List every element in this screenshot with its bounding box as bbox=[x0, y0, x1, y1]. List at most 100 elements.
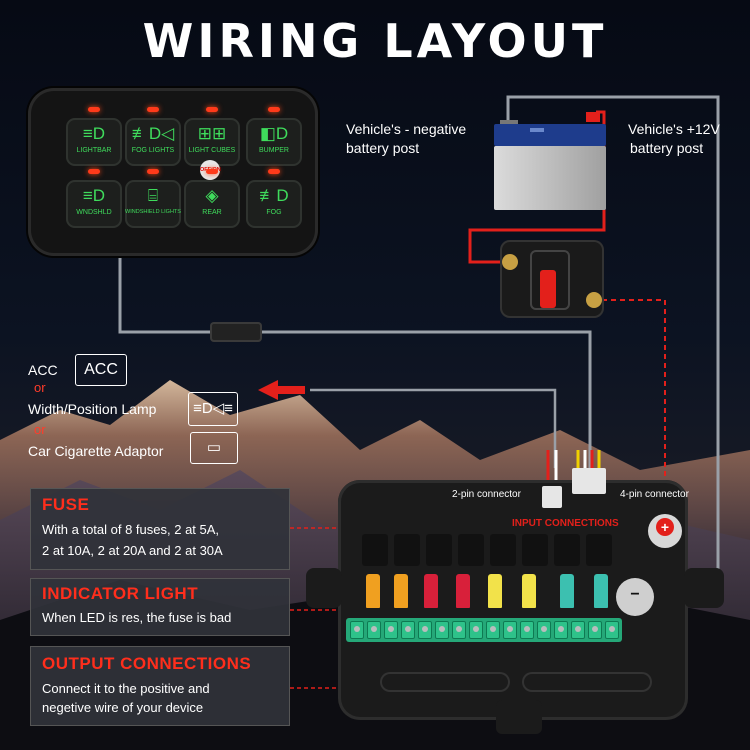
fuse-30a[interactable] bbox=[560, 574, 574, 608]
output-terminal[interactable] bbox=[486, 621, 500, 639]
negative-post-label: Vehicle's - negative bbox=[346, 121, 467, 137]
battery-positive-wire bbox=[468, 110, 606, 264]
led-indicator bbox=[88, 169, 100, 174]
indicator-info-panel bbox=[30, 578, 290, 636]
output-terminal[interactable] bbox=[435, 621, 449, 639]
fuse-text-1: With a total of 8 fuses, 2 at 5A, bbox=[42, 522, 220, 537]
switch-bumper[interactable]: ◧D BUMPER bbox=[246, 107, 302, 166]
fog-icon: ≢D bbox=[259, 186, 289, 205]
control-cable bbox=[262, 330, 592, 468]
switch-label: LIGHTBAR bbox=[76, 147, 112, 154]
vent-slot bbox=[380, 672, 510, 692]
or-text: or bbox=[34, 422, 46, 437]
led-indicator bbox=[147, 169, 159, 174]
fuse-5a[interactable] bbox=[394, 574, 408, 608]
relay-slots bbox=[362, 534, 612, 570]
output-info-panel bbox=[30, 646, 290, 726]
battery-icon bbox=[494, 112, 606, 210]
switch-label: BUMPER bbox=[259, 147, 289, 154]
switch-lightbar[interactable]: ≡D LIGHTBAR bbox=[66, 107, 122, 166]
switch-light-cubes[interactable]: ⊞⊞ LIGHT CUBES bbox=[184, 107, 240, 166]
light-bar-icon: ≡D bbox=[82, 124, 106, 143]
bumper-light-icon: ◧D bbox=[259, 124, 289, 143]
mount-tab-left bbox=[306, 568, 342, 608]
led-indicator bbox=[268, 169, 280, 174]
width-lamp-icon: ≡D◁≡ bbox=[193, 400, 233, 417]
output-terminal[interactable] bbox=[554, 621, 568, 639]
fog-lights-icon: ≢D◁ bbox=[131, 124, 175, 143]
output-terminal[interactable] bbox=[452, 621, 466, 639]
fuse-10a[interactable] bbox=[456, 574, 470, 608]
output-terminal[interactable] bbox=[605, 621, 619, 639]
output-terminal[interactable] bbox=[401, 621, 415, 639]
width-lamp-box: ≡D◁≡ bbox=[188, 392, 238, 426]
page-title: WIRING LAYOUT bbox=[142, 14, 608, 68]
minus-icon: − bbox=[630, 586, 640, 603]
circuit-breaker bbox=[500, 240, 604, 318]
output-terminal[interactable] bbox=[503, 621, 517, 639]
four-pin-connector[interactable] bbox=[572, 468, 606, 494]
fuse-5a[interactable] bbox=[366, 574, 380, 608]
negative-post-label-2: battery post bbox=[346, 140, 420, 156]
switch-windshield-lights[interactable]: ⌸ WINDSHIELD LIGHTS bbox=[125, 169, 181, 228]
output-terminal[interactable] bbox=[418, 621, 432, 639]
cable-connector bbox=[210, 322, 262, 342]
red-arrow-icon bbox=[258, 380, 305, 400]
output-terminal[interactable] bbox=[588, 621, 602, 639]
fuse-20a[interactable] bbox=[488, 574, 502, 608]
switch-fog[interactable]: ≢D FOG bbox=[246, 169, 302, 228]
output-terminal[interactable] bbox=[367, 621, 381, 639]
breaker-terminal-right bbox=[586, 292, 602, 308]
switch-label: WINDSHIELD LIGHTS bbox=[125, 209, 181, 215]
positive-post-label: Vehicle's +12V bbox=[628, 121, 720, 137]
fuse-info-panel bbox=[30, 488, 290, 570]
breaker-reset-lever[interactable] bbox=[540, 270, 556, 308]
output-text-2: negetive wire of your device bbox=[42, 700, 204, 715]
output-heading: OUTPUT CONNECTIONS bbox=[42, 654, 252, 673]
switch-label: FOG LIGHTS bbox=[131, 147, 175, 154]
led-indicator bbox=[147, 107, 159, 112]
output-terminal[interactable] bbox=[520, 621, 534, 639]
indicator-heading: INDICATOR LIGHT bbox=[42, 584, 199, 603]
fuse-text-2: 2 at 10A, 2 at 20A and 2 at 30A bbox=[42, 543, 223, 558]
switch-rear[interactable]: ◈ REAR bbox=[184, 169, 240, 228]
rear-light-icon: ◈ bbox=[205, 186, 219, 205]
windshield-light-icon: ≡D bbox=[82, 186, 106, 205]
fuse-heading: FUSE bbox=[42, 495, 90, 514]
breaker-terminal-left bbox=[502, 254, 518, 270]
output-terminal[interactable] bbox=[350, 621, 364, 639]
two-pin-connector[interactable] bbox=[542, 486, 562, 508]
switch-label: WNDSHLD bbox=[76, 209, 112, 216]
windshield-lights-icon: ⌸ bbox=[147, 186, 159, 205]
acc-wire bbox=[310, 388, 557, 468]
output-terminal[interactable] bbox=[537, 621, 551, 639]
fuse-30a[interactable] bbox=[594, 574, 608, 608]
switch-label: LIGHT CUBES bbox=[188, 147, 236, 154]
switch-panel: ≡D LIGHTBAR ≢D◁ FOG LIGHTS ⊞⊞ LIGHT CUBE… bbox=[28, 88, 318, 256]
acc-box: ACC bbox=[75, 354, 127, 386]
four-pin-label: 4-pin connector bbox=[620, 489, 689, 500]
or-text: or bbox=[34, 380, 46, 395]
switch-label: FOG bbox=[266, 209, 282, 216]
cigarette-box: ▭ bbox=[190, 432, 238, 464]
mount-tab-bottom bbox=[496, 700, 542, 734]
two-pin-label: 2-pin connector bbox=[452, 489, 521, 500]
switch-wndshld[interactable]: ≡D WNDSHLD bbox=[66, 169, 122, 228]
output-terminal[interactable] bbox=[469, 621, 483, 639]
output-text-1: Connect it to the positive and bbox=[42, 681, 210, 696]
cigarette-label: Car Cigarette Adaptor bbox=[28, 443, 164, 459]
width-lamp-label: Width/Position Lamp bbox=[28, 401, 157, 417]
led-indicator bbox=[206, 169, 218, 174]
switch-label: REAR bbox=[202, 209, 222, 216]
acc-label: ACC bbox=[28, 362, 58, 378]
output-terminal[interactable] bbox=[571, 621, 585, 639]
output-terminal[interactable] bbox=[384, 621, 398, 639]
negative-terminal[interactable] bbox=[616, 578, 654, 616]
switch-fog-lights[interactable]: ≢D◁ FOG LIGHTS bbox=[125, 107, 181, 166]
positive-post-label-2: battery post bbox=[630, 140, 704, 156]
led-indicator bbox=[206, 107, 218, 112]
fuse-10a[interactable] bbox=[424, 574, 438, 608]
fuse-20a[interactable] bbox=[522, 574, 536, 608]
switch-cable bbox=[118, 256, 210, 334]
cigarette-adaptor-icon: ▭ bbox=[206, 439, 222, 456]
